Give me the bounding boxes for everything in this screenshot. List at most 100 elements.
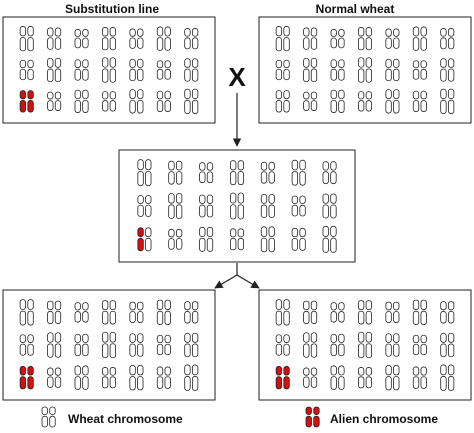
wheat-chromosome <box>440 88 447 114</box>
wheat-chromosome <box>268 161 275 184</box>
wheat-chromosome <box>164 26 171 51</box>
wheat-chromosome <box>184 301 191 324</box>
wheat-chromosome <box>310 27 318 50</box>
wheat-chromosome <box>41 406 48 428</box>
wheat-chromosome <box>393 365 400 391</box>
wheat-chromosome <box>102 27 109 51</box>
wheat-chromosome <box>199 162 206 184</box>
wheat-chromosome <box>420 334 427 356</box>
alien-chromosome-legend-label: Alien chromosome <box>330 412 438 426</box>
wheat-chromosome <box>164 334 171 356</box>
wheat-chromosome <box>102 91 109 112</box>
wheat-chromosome <box>129 28 136 49</box>
wheat-chromosome <box>299 227 306 251</box>
panel-frame <box>118 149 356 263</box>
wheat-chromosome <box>206 194 214 218</box>
wheat-chromosome <box>393 301 400 323</box>
wheat-chromosome <box>310 91 318 111</box>
wheat-chromosome <box>303 367 310 388</box>
wheat-chromosome <box>303 91 310 111</box>
panel-frame <box>2 289 216 401</box>
wheat-chromosome <box>291 195 299 217</box>
wheat-chromosome <box>137 28 144 49</box>
wheat-chromosome <box>206 162 214 184</box>
wheat-chromosome <box>365 57 372 83</box>
cross-symbol: X <box>228 62 246 92</box>
wheat-chromosome <box>303 332 310 358</box>
substitution-line-panel <box>2 16 216 124</box>
wheat-chromosome <box>168 228 175 250</box>
alien-chromosome-legend-icon <box>305 406 320 428</box>
wheat-chromosome <box>393 58 400 82</box>
alien-chromosome <box>19 90 27 113</box>
wheat-chromosome <box>47 300 54 324</box>
wheat-chromosome <box>82 59 89 81</box>
wheat-chromosome <box>137 365 144 391</box>
wheat-chromosome <box>47 27 54 50</box>
alien-chromosome <box>275 366 283 390</box>
wheat-chromosome <box>168 160 175 185</box>
normal-wheat-panel <box>258 16 472 124</box>
wheat-chromosome <box>164 299 171 325</box>
wheat-chromosome <box>447 58 455 82</box>
wheat-chromosome <box>164 366 171 389</box>
wheat-chromosome <box>385 28 392 49</box>
wheat-chromosome <box>129 89 136 114</box>
wheat-chromosome <box>206 226 214 252</box>
wheat-chromosome <box>74 59 81 81</box>
wheat-chromosome <box>27 26 34 52</box>
wheat-chromosome <box>109 300 116 325</box>
wheat-chromosome <box>412 60 420 80</box>
wheat-chromosome-legend-label: Wheat chromosome <box>68 412 183 426</box>
wheat-chromosome <box>164 90 171 112</box>
wheat-chromosome <box>54 332 62 358</box>
wheat-chromosome <box>440 332 447 358</box>
wheat-chromosome <box>168 193 175 219</box>
wheat-chromosome <box>420 366 427 389</box>
substitution-line-title: Substitution line <box>65 2 159 16</box>
wheat-chromosome <box>330 59 337 81</box>
wheat-chromosome <box>365 300 372 325</box>
alien-chromosome <box>305 406 312 428</box>
wheat-chromosome <box>420 90 427 112</box>
wheat-chromosome <box>109 331 116 359</box>
wheat-chromosome <box>47 57 54 83</box>
wheat-chromosome <box>338 59 345 81</box>
wheat-chromosome <box>330 161 337 185</box>
wheat-chromosome <box>102 367 109 389</box>
wheat-chromosome <box>283 26 290 52</box>
wheat-chromosome <box>393 89 400 114</box>
wheat-chromosome <box>145 159 152 187</box>
wheat-chromosome <box>275 334 283 356</box>
wheat-chromosome <box>447 332 455 358</box>
wheat-chromosome <box>260 226 268 253</box>
wheat-chromosome <box>54 300 62 324</box>
wheat-chromosome <box>156 334 164 356</box>
wheat-chromosome <box>47 332 54 358</box>
wheat-chromosome <box>184 58 191 82</box>
alien-chromosome <box>137 227 144 252</box>
wheat-chromosome <box>283 59 290 81</box>
wheat-chromosome <box>330 89 337 113</box>
wheat-chromosome <box>365 27 372 51</box>
panel-frame <box>258 289 472 401</box>
wheat-chromosome <box>365 367 372 389</box>
wheat-chromosome <box>137 89 144 114</box>
wheat-chromosome <box>156 60 164 80</box>
wheat-chromosome <box>54 367 62 388</box>
wheat-chromosome <box>164 60 171 80</box>
wheat-chromosome <box>156 26 164 51</box>
wheat-chromosome <box>283 299 290 326</box>
wheat-chromosome <box>175 228 183 250</box>
wheat-chromosome <box>275 26 283 52</box>
wheat-chromosome <box>412 334 420 356</box>
wheat-chromosome <box>291 159 299 186</box>
wheat-chromosome <box>74 365 81 390</box>
wheat-chromosome <box>440 28 447 50</box>
wheat-chromosome <box>102 331 109 359</box>
wheat-chromosome <box>137 301 144 323</box>
wheat-chromosome <box>191 58 199 82</box>
wheat-chromosome <box>156 90 164 112</box>
wheat-chromosome <box>303 27 310 50</box>
wheat-chromosome <box>393 333 400 357</box>
